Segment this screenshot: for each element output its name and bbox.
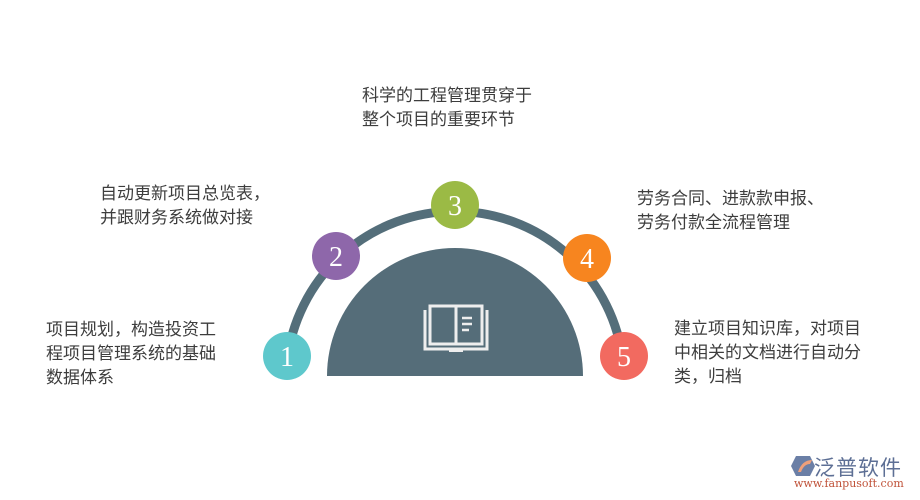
step-3-marker: 3 <box>431 181 479 229</box>
step-1-number: 1 <box>280 342 294 373</box>
step-2-line-2: 并跟财务系统做对接 <box>100 208 253 228</box>
step-5-label: 建立项目知识库，对项目 中相关的文档进行自动分 类，归档 <box>674 317 861 389</box>
brand-url: www.fanpusoft.com <box>794 477 904 490</box>
step-4-label: 劳务合同、进款款申报、 劳务付款全流程管理 <box>637 187 824 235</box>
watermark-logo: 泛普软件 www.fanpusoft.com <box>788 452 918 494</box>
step-4-line-2: 劳务付款全流程管理 <box>637 213 790 233</box>
step-2-label: 自动更新项目总览表， 并跟财务系统做对接 <box>100 182 270 230</box>
step-5-line-3: 类，归档 <box>674 367 742 387</box>
open-book-icon <box>423 304 489 352</box>
step-5-line-2: 中相关的文档进行自动分 <box>674 343 861 363</box>
step-4-number: 4 <box>580 244 594 275</box>
step-1-line-2: 程项目管理系统的基础 <box>46 344 216 364</box>
step-5-marker: 5 <box>600 332 648 380</box>
step-1-line-3: 数据体系 <box>46 368 114 388</box>
step-3-label: 科学的工程管理贯穿于 整个项目的重要环节 <box>362 84 532 132</box>
step-1-label: 项目规划，构造投资工 程项目管理系统的基础 数据体系 <box>46 318 216 390</box>
step-4-marker: 4 <box>563 234 611 282</box>
fanpu-logo-icon <box>791 456 815 476</box>
step-3-number: 3 <box>448 191 462 222</box>
step-4-line-1: 劳务合同、进款款申报、 <box>637 189 824 209</box>
step-2-line-1: 自动更新项目总览表， <box>100 184 270 204</box>
step-1-line-1: 项目规划，构造投资工 <box>46 320 216 340</box>
step-3-line-1: 科学的工程管理贯穿于 <box>362 86 532 106</box>
brand-name: 泛普软件 <box>814 456 902 480</box>
step-5-line-1: 建立项目知识库，对项目 <box>674 319 861 339</box>
step-5-number: 5 <box>617 342 631 373</box>
step-1-marker: 1 <box>263 332 311 380</box>
step-2-marker: 2 <box>312 232 360 280</box>
step-3-line-2: 整个项目的重要环节 <box>362 110 515 130</box>
step-2-number: 2 <box>329 242 343 273</box>
